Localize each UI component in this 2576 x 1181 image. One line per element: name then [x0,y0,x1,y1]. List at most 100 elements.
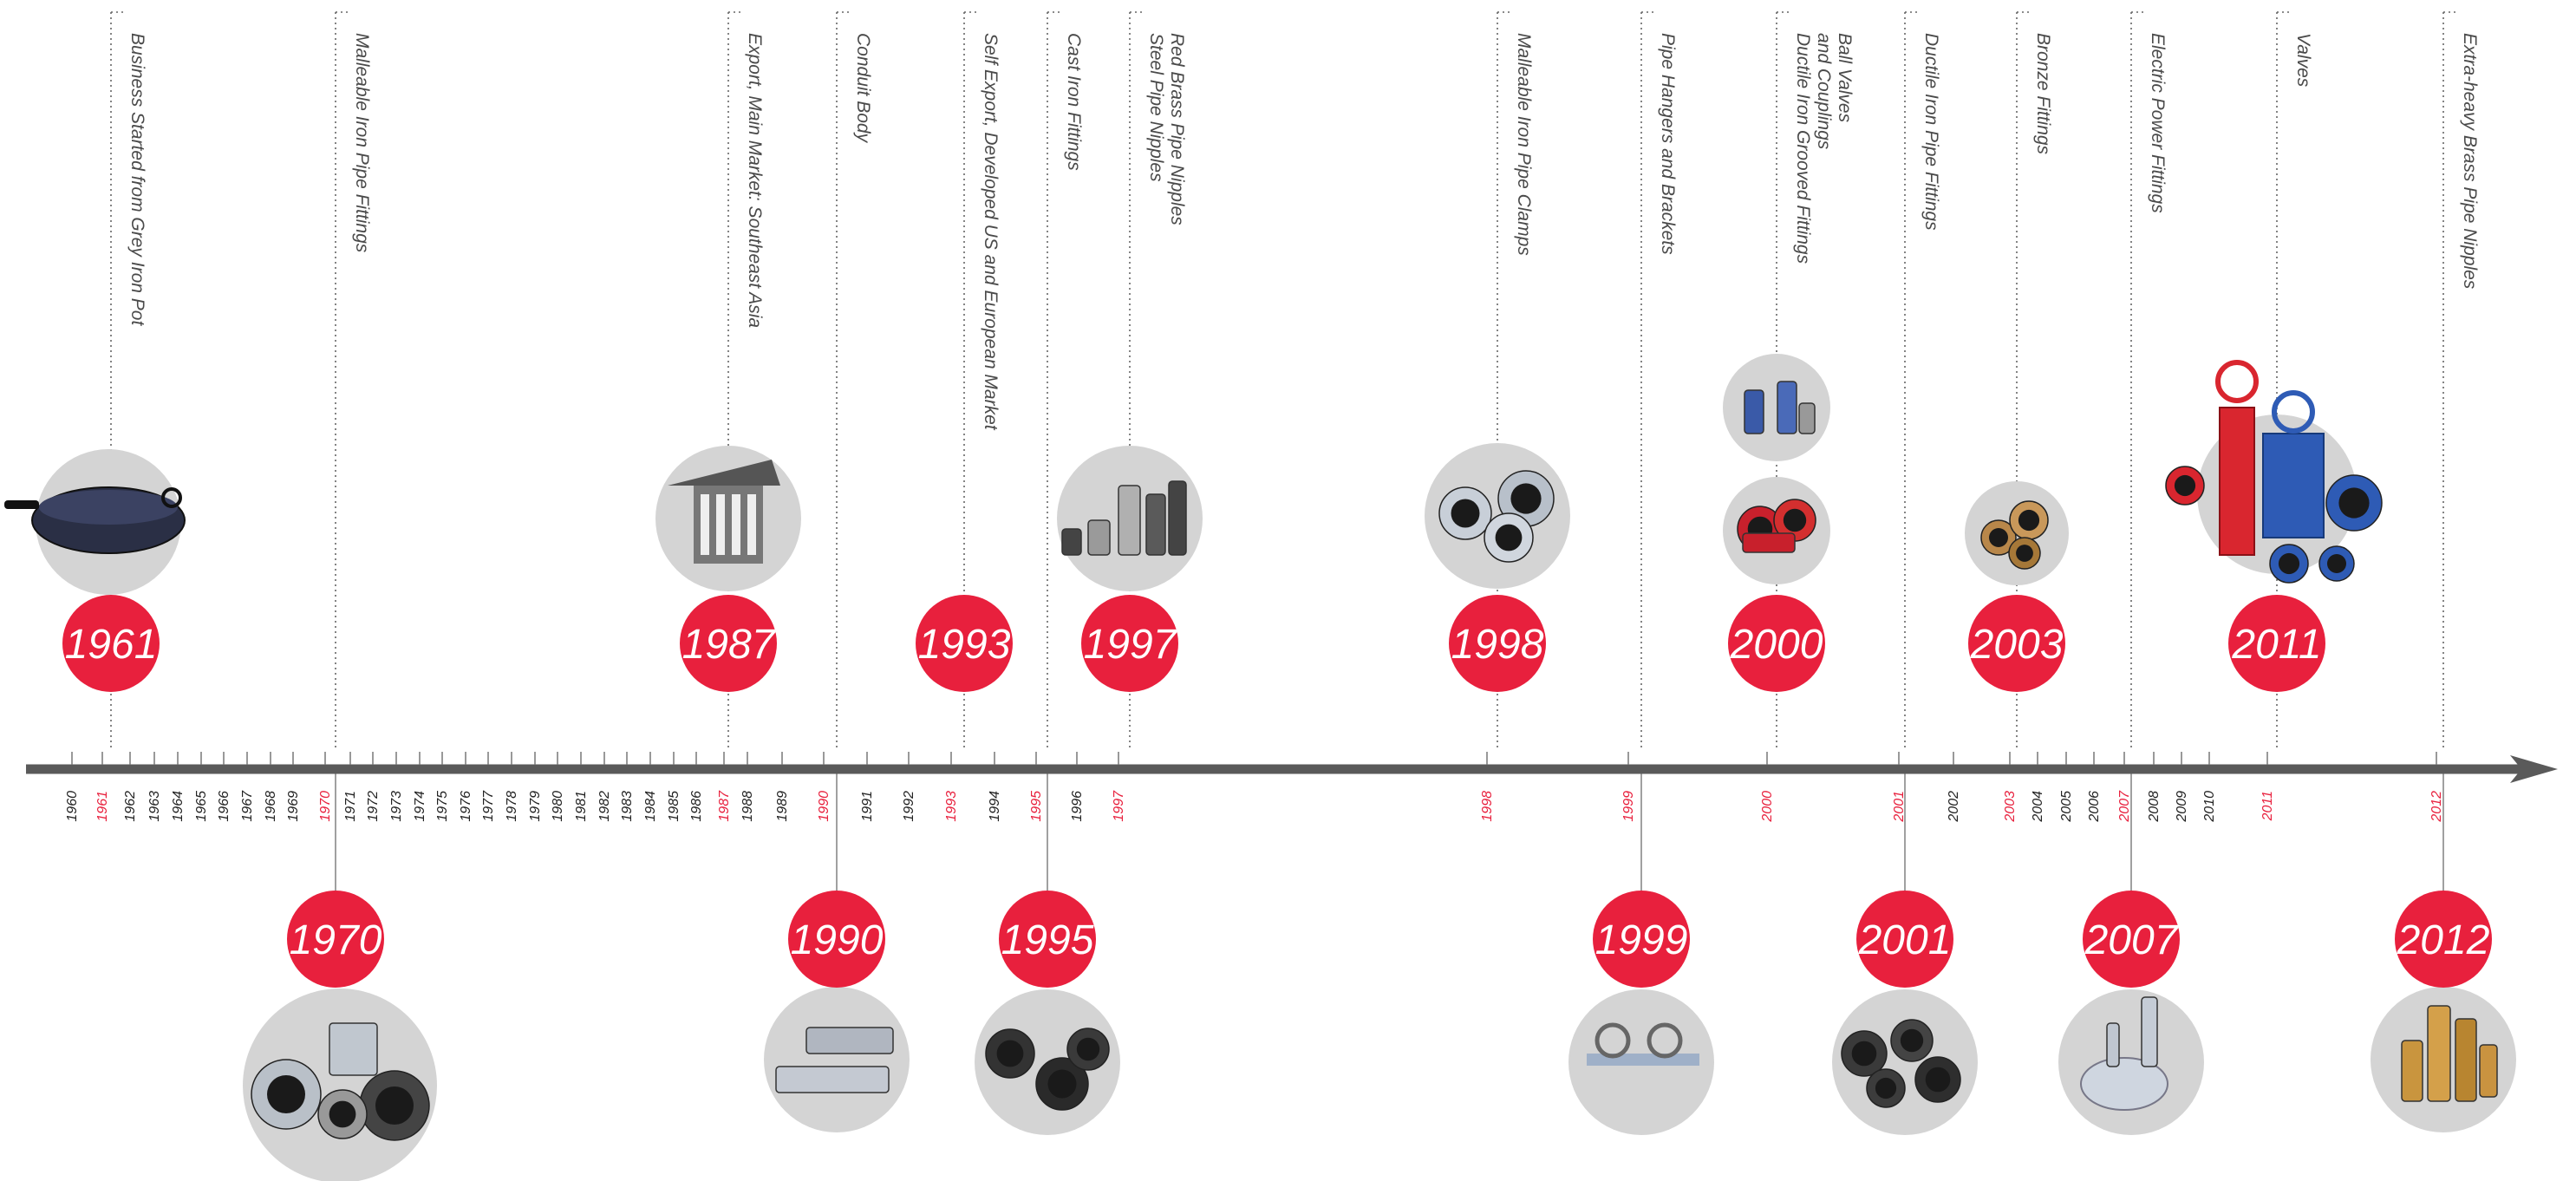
event-label-line: Malleable Iron Pipe Clamps [1514,33,1534,256]
year-badge-2007: 2007 [2083,891,2180,988]
year-badge-label: 1970 [290,917,382,963]
year-badge-label: 2001 [1858,917,1952,963]
axis-year-label: 1976 [459,791,473,822]
pipe-clamps-icon [1425,443,1570,589]
event-label-line: Ball Valves [1835,33,1855,123]
year-badge-label: 2012 [2397,917,2490,963]
axis-year-label: 2007 [2117,790,2132,823]
axis-year-label: 2002 [1947,791,1961,823]
year-badge-label: 1961 [65,622,158,668]
axis-year-label: 2003 [2003,791,2018,823]
year-badge-1961: 1961 [62,595,160,692]
axis-year-label: 1967 [240,790,255,822]
year-badge-2000: 2000 [1728,595,1825,692]
year-badge-2003: 2003 [1968,595,2065,692]
year-badge-2011: 2011 [2228,595,2325,692]
axis-year-label: 1993 [944,791,959,822]
axis-year-label: 2008 [2147,791,2162,823]
grooved-fittings-icon [1723,477,1830,584]
axis-year-label: 2009 [2175,791,2189,823]
axis-year-label: 1987 [717,790,732,822]
axis-year-label: 2006 [2087,791,2102,823]
year-badge-1997: 1997 [1081,595,1178,692]
axis-year-label: 1988 [740,791,755,822]
axis-year-label: 1992 [902,791,916,822]
axis-year-label: 1985 [667,791,681,822]
malleable-fittings-icon [243,989,437,1181]
year-badge-2001: 2001 [1856,891,1953,988]
axis-year-label: 1984 [643,791,658,822]
axis-year-label: 1997 [1112,790,1126,822]
axis-year-label: 1969 [286,791,301,822]
axis-year-label: 1966 [217,791,232,822]
axis-year-label: 1974 [413,791,427,822]
axis-year-label: 1968 [264,791,278,822]
axis-year-label: 1962 [123,791,138,822]
axis-year-label: 1983 [620,791,635,822]
year-badge-1995: 1995 [999,891,1096,988]
building-photo-icon [655,446,801,591]
bronze-fittings-icon [1965,481,2069,585]
pipe-nipples-icon [1057,446,1203,591]
event-label-line: Business Started from Grey Iron Pot [127,33,147,326]
year-badge-label: 1997 [1084,622,1178,668]
axis-year-label: 1980 [551,791,565,822]
year-badge-1970: 1970 [287,891,384,988]
axis-year-label: 1978 [505,791,519,822]
event-label-line: Cast Iron Fittings [1064,33,1084,171]
axis-arrow-icon [2510,755,2558,783]
event-label-line: Self Export, Developed US and European M… [981,33,1001,431]
year-badge-label: 1993 [918,622,1011,668]
event-label-1990: Conduit Body [853,33,873,144]
axis-year-label: 1964 [171,791,186,822]
wok-pan-icon [4,449,186,595]
axis-year-label: 2004 [2031,791,2045,823]
year-badge-1987: 1987 [680,595,777,692]
year-badge-label: 1987 [682,622,777,668]
valves-icon [2165,360,2383,584]
axis-year-label: 2012 [2429,791,2444,823]
axis-year-label: 1990 [817,791,831,822]
axis-year-label: 1977 [481,790,496,822]
ductile-fittings-icon [1832,989,1978,1135]
year-badge-1993: 1993 [916,595,1013,692]
event-label-line: Extra-heavy Brass Pipe Nipples [2460,33,2480,290]
axis-year-label: 1973 [389,791,404,822]
event-label-1993: Self Export, Developed US and European M… [981,33,1001,431]
event-label-line: Export, Main Market: Southeast Asia [745,33,765,328]
axis-year-label: 1963 [147,791,162,822]
year-badge-label: 1999 [1595,917,1688,963]
event-label-line: Ductile Iron Grooved Fittings [1793,33,1813,264]
axis-year-label: 1960 [65,791,80,822]
event-label-line: Red Brass Pipe Nipples [1167,33,1187,225]
axis-year-label: 1975 [435,791,450,822]
axis-year-label: 2011 [2260,791,2275,821]
axis-year-label: 1989 [775,791,790,822]
event-label-1998: Malleable Iron Pipe Clamps [1514,33,1534,256]
year-badge-label: 1998 [1451,622,1544,668]
year-badge-1999: 1999 [1593,891,1690,988]
event-label-line: Valves [2293,33,2313,88]
axis-year-label: 1986 [689,791,704,822]
year-badge-label: 1990 [791,917,884,963]
axis-year-label: 1991 [860,791,875,822]
event-label-line: Steel Pipe Nipples [1146,33,1166,182]
axis-year-label: 2005 [2059,791,2074,823]
axis-year-label: 2001 [1892,791,1907,823]
year-badge-2012: 2012 [2395,891,2492,988]
event-label-line: Bronze Fittings [2033,33,2053,155]
event-label-2001: Ductile Iron Pipe Fittings [1921,33,1941,231]
event-label-2003: Bronze Fittings [2033,33,2053,155]
event-label-line: Conduit Body [853,33,873,144]
event-label-1970: Malleable Iron Pipe Fittings [352,33,372,253]
axis-year-label: 1996 [1070,791,1085,822]
axis-year-label: 1994 [988,791,1002,822]
axis-year-label: 1999 [1621,791,1636,822]
event-label-1995: Cast Iron Fittings [1064,33,1084,171]
axis-year-label: 1995 [1029,791,1044,822]
conduit-body-icon [764,987,910,1132]
event-label-1961: Business Started from Grey Iron Pot [127,33,147,326]
